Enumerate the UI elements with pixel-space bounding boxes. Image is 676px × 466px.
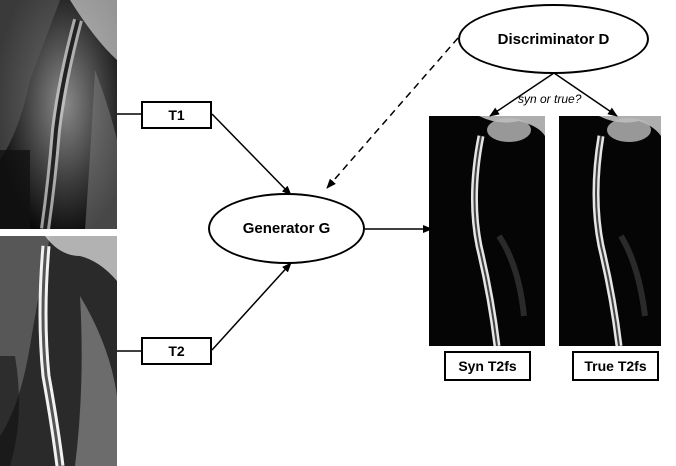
t1-label-box: T1 xyxy=(141,101,212,129)
syn-t2fs-label: Syn T2fs xyxy=(458,358,517,374)
t1-mri-image xyxy=(0,0,117,229)
t2-mri-image xyxy=(0,236,117,466)
true-t2fs-label: True T2fs xyxy=(584,358,647,374)
true-t2fs-label-box: True T2fs xyxy=(572,351,659,381)
discriminator-label: Discriminator D xyxy=(497,30,610,48)
t2-label: T2 xyxy=(168,343,185,359)
t2-mri-drawing xyxy=(0,236,117,466)
true-t2fs-drawing xyxy=(559,116,661,346)
t1-to-generator-arrow xyxy=(211,113,292,196)
syn-t2fs-label-box: Syn T2fs xyxy=(444,351,531,381)
t1-label: T1 xyxy=(168,107,185,123)
t1-mri-drawing xyxy=(0,0,117,229)
t2-to-generator-arrow xyxy=(211,262,292,351)
discriminator-to-true-arrow xyxy=(553,72,618,117)
syn-t2fs-drawing xyxy=(429,116,545,346)
syn-t2fs-image xyxy=(429,116,545,346)
discriminator-to-syn-arrow xyxy=(489,72,555,117)
discriminator-feedback-arrow xyxy=(326,37,459,189)
true-t2fs-image xyxy=(559,116,661,346)
generator-label: Generator G xyxy=(242,220,331,237)
t2-label-box: T2 xyxy=(141,337,212,365)
discriminator-node: Discriminator D xyxy=(458,4,649,74)
syn-or-true-question: syn or true? xyxy=(518,92,582,106)
generator-node: Generator G xyxy=(208,193,365,264)
